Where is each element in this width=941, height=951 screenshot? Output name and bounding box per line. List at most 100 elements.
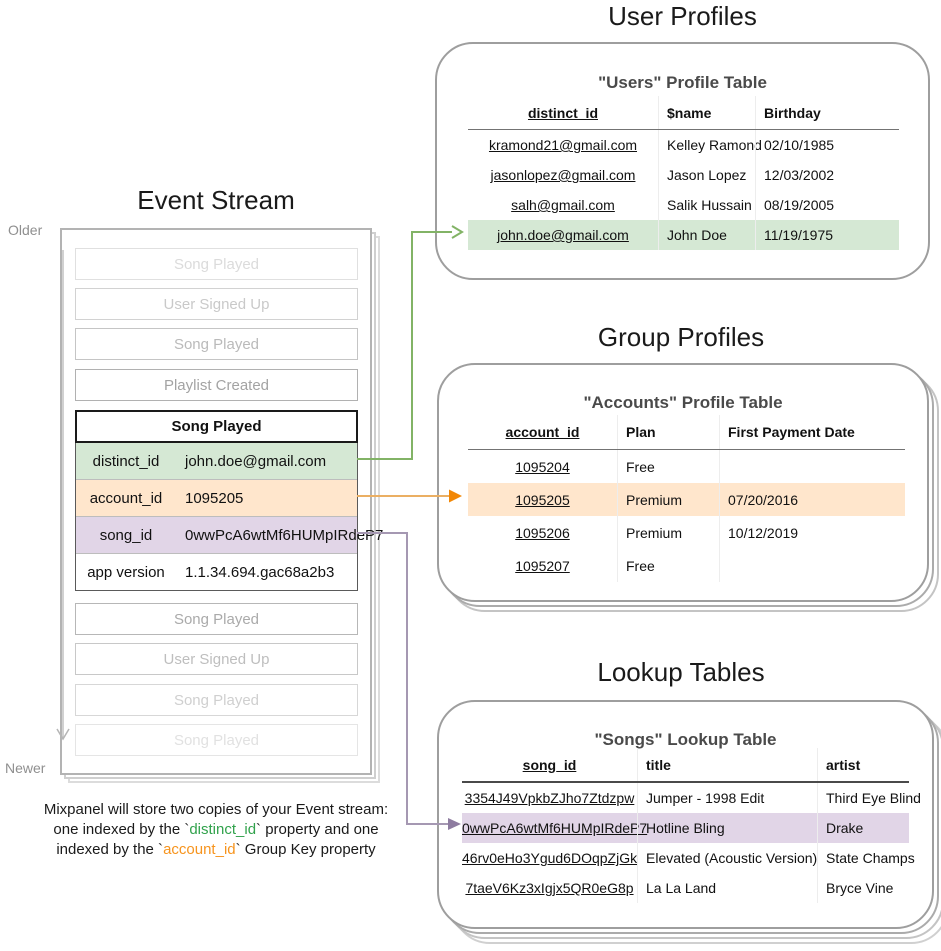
column-header: Plan: [617, 415, 719, 449]
users-table-header: distinct_id $name Birthday: [468, 96, 899, 130]
birthday-cell: 02/10/1985: [755, 130, 899, 160]
table-row: 1095207 Free: [468, 549, 905, 582]
song-title-cell: Hotline Bling: [637, 813, 817, 843]
property-value: 1095205: [185, 489, 244, 507]
birthday-cell: 11/19/1975: [755, 220, 899, 250]
accounts-profile-card: "Accounts" Profile Table account_id Plan…: [437, 363, 929, 602]
name-cell: Kelley Ramond: [658, 130, 762, 160]
expanded-event-card: Song Played distinct_id john.doe@gmail.c…: [75, 410, 383, 591]
table-row-highlighted: 0wwPcA6wtMf6HUMpIRdeP7 Hotline Bling Dra…: [462, 813, 909, 843]
song-title-cell: Elevated (Acoustic Version): [637, 843, 817, 873]
users-profile-card: "Users" Profile Table distinct_id $name …: [435, 42, 930, 280]
property-row-app-version: app version 1.1.34.694.gac68a2b3: [76, 554, 357, 590]
expanded-event-title: Song Played: [75, 410, 358, 443]
songs-table: song_id title artist 3354J49VpkbZJho7Ztd…: [462, 748, 921, 903]
name-cell: John Doe: [658, 220, 755, 250]
caption-line3-prefix: indexed by the `: [56, 841, 164, 858]
event-item: Song Played: [75, 603, 358, 635]
account-id-cell: 1095207: [515, 557, 570, 574]
song-title-cell: Jumper - 1998 Edit: [637, 783, 817, 813]
column-header: song_id: [522, 756, 577, 773]
distinct-id-cell: kramond21@gmail.com: [488, 137, 638, 153]
artist-cell: Third Eye Blind: [817, 783, 921, 813]
first-payment-cell: 10/12/2019: [719, 516, 905, 549]
plan-cell: Free: [617, 549, 719, 582]
first-payment-cell: [719, 549, 905, 582]
event-item: Song Played: [75, 248, 358, 280]
property-key: song_id: [99, 526, 153, 544]
table-row: kramond21@gmail.com Kelley Ramond 02/10/…: [468, 130, 899, 160]
property-row-account-id: account_id 1095205: [76, 480, 357, 517]
first-payment-cell: 07/20/2016: [719, 483, 905, 516]
property-key: app version: [87, 563, 165, 581]
account-id-cell: 1095205: [515, 491, 570, 508]
caption-account-id-keyword: account_id: [163, 841, 236, 858]
property-key: distinct_id: [92, 452, 160, 470]
caption-line2-suffix: ` property and one: [256, 821, 379, 838]
column-header: account_id: [505, 424, 580, 440]
event-item: Song Played: [75, 328, 358, 360]
song-title-cell: La La Land: [637, 873, 817, 903]
songs-lookup-card: "Songs" Lookup Table song_id title artis…: [437, 700, 934, 929]
table-row: salh@gmail.com Salik Hussain 08/19/2005: [468, 190, 899, 220]
account-id-cell: 1095206: [515, 524, 570, 541]
name-cell: Salik Hussain: [658, 190, 755, 220]
song-id-cell: 0wwPcA6wtMf6HUMpIRdeP7: [462, 820, 648, 836]
event-item: Playlist Created: [75, 369, 358, 401]
table-row: 1095206 Premium 10/12/2019: [468, 516, 905, 549]
property-value: 0wwPcA6wtMf6HUMpIRdeP7: [185, 526, 384, 544]
birthday-cell: 12/03/2002: [755, 160, 899, 190]
stream-caption: Mixpanel will store two copies of your E…: [18, 800, 414, 860]
song-id-cell: 3354J49VpkbZJho7Ztdzpw: [464, 790, 635, 806]
property-key: account_id: [89, 489, 163, 507]
artist-cell: State Champs: [817, 843, 915, 873]
expanded-event-properties: distinct_id john.doe@gmail.com account_i…: [75, 443, 383, 591]
table-row: 3354J49VpkbZJho7Ztdzpw Jumper - 1998 Edi…: [462, 783, 921, 813]
distinct-id-cell: jasonlopez@gmail.com: [490, 167, 636, 183]
accounts-card-title: "Accounts" Profile Table: [583, 393, 783, 412]
table-row: 1095204 Free: [468, 450, 905, 483]
column-header: $name: [658, 96, 755, 129]
users-table: distinct_id $name Birthday kramond21@gma…: [468, 96, 899, 250]
event-item: User Signed Up: [75, 288, 358, 320]
table-row-highlighted: john.doe@gmail.com John Doe 11/19/1975: [468, 220, 899, 250]
older-label: Older: [8, 222, 43, 238]
event-item: User Signed Up: [75, 643, 358, 675]
property-value: john.doe@gmail.com: [185, 452, 327, 470]
table-row: jasonlopez@gmail.com Jason Lopez 12/03/2…: [468, 160, 899, 190]
song-id-cell: 7taeV6Kz3xIgjx5QR0eG8p: [465, 880, 634, 896]
column-header: artist: [817, 748, 909, 781]
users-card-title: "Users" Profile Table: [598, 73, 767, 92]
songs-card-title: "Songs" Lookup Table: [594, 730, 777, 749]
property-value: 1.1.34.694.gac68a2b3: [185, 563, 335, 581]
user-profiles-title: User Profiles: [608, 1, 757, 31]
caption-line3-suffix: ` Group Key property: [235, 841, 376, 858]
birthday-cell: 08/19/2005: [755, 190, 899, 220]
event-stream-container: Song Played User Signed Up Song Played P…: [60, 228, 383, 775]
table-row: 7taeV6Kz3xIgjx5QR0eG8p La La Land Bryce …: [462, 873, 909, 903]
distinct-id-cell: salh@gmail.com: [511, 197, 615, 213]
artist-cell: Bryce Vine: [817, 873, 909, 903]
account-id-cell: 1095204: [515, 458, 570, 475]
property-row-song-id: song_id 0wwPcA6wtMf6HUMpIRdeP7: [76, 517, 383, 554]
column-header: title: [637, 748, 817, 781]
newer-label: Newer: [5, 760, 46, 776]
distinct-id-cell: john.doe@gmail.com: [497, 227, 629, 243]
accounts-table: account_id Plan First Payment Date 10952…: [468, 415, 905, 582]
column-header: First Payment Date: [719, 415, 905, 449]
accounts-table-header: account_id Plan First Payment Date: [468, 415, 905, 450]
event-item: Song Played: [75, 684, 358, 716]
event-stream-title: Event Stream: [137, 185, 295, 215]
lookup-tables-title: Lookup Tables: [597, 657, 765, 687]
event-item: Song Played: [75, 724, 358, 756]
caption-line2-prefix: one indexed by the `: [53, 821, 190, 838]
name-cell: Jason Lopez: [658, 160, 755, 190]
first-payment-cell: [719, 450, 905, 483]
column-header: distinct_id: [527, 104, 598, 121]
songs-table-header: song_id title artist: [462, 748, 909, 783]
caption-line1: Mixpanel will store two copies of your E…: [43, 801, 389, 818]
plan-cell: Premium: [617, 516, 719, 549]
plan-cell: Free: [617, 450, 719, 483]
song-id-cell: 46rv0eHo3Ygud6DOqpZjGk: [462, 850, 638, 866]
